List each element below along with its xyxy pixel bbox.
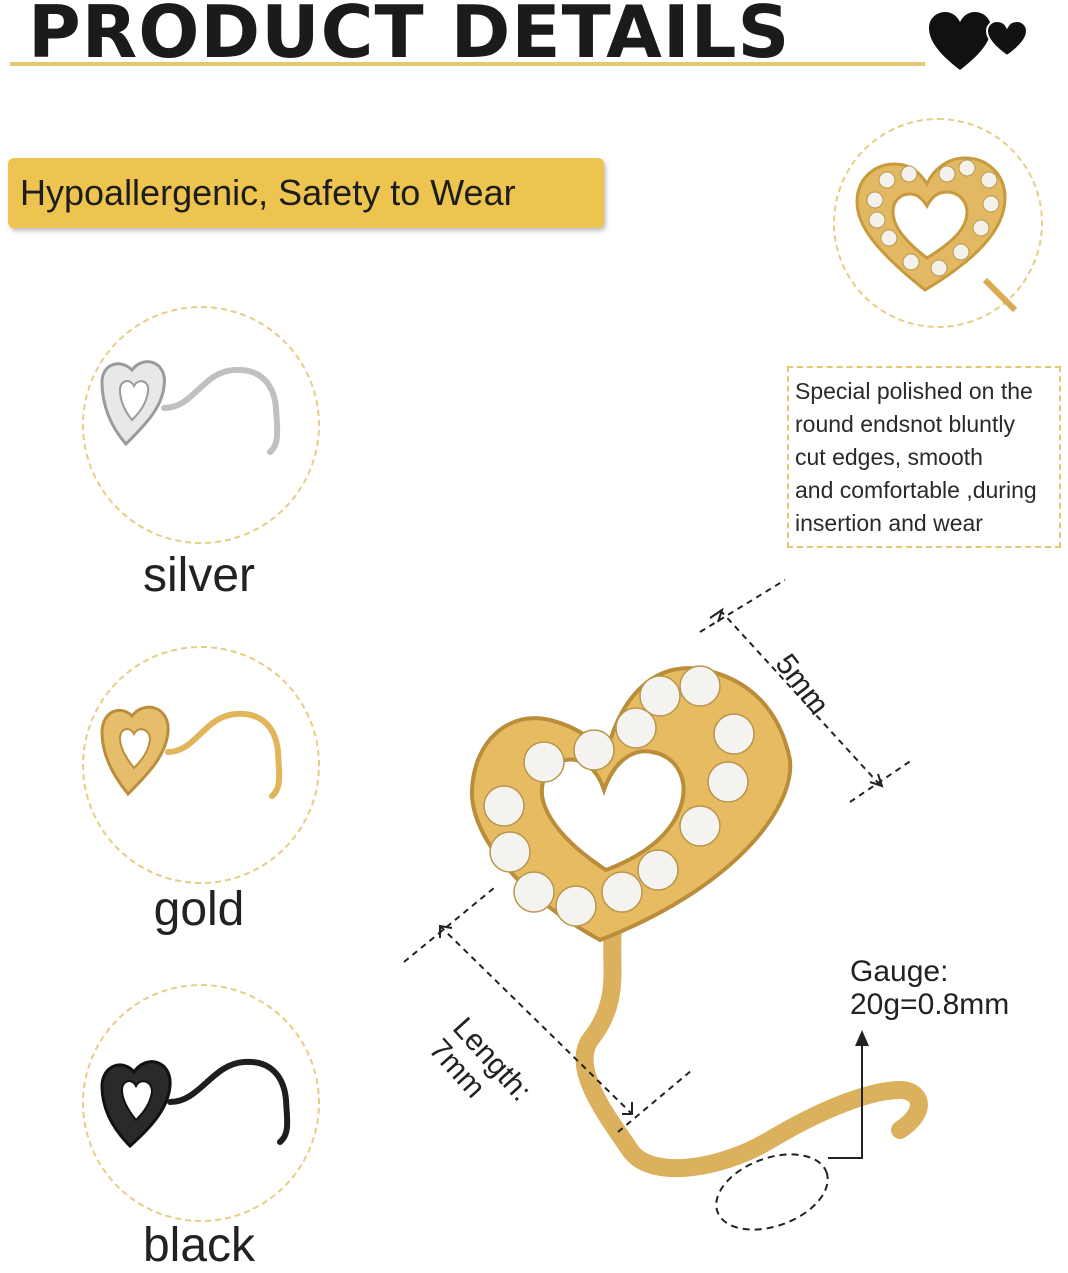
gauge-value: 20g=0.8mm	[850, 988, 1010, 1021]
variant-label-silver: silver	[142, 549, 255, 602]
variant-circle-black	[82, 984, 320, 1222]
main-product-image	[403, 579, 928, 1231]
badge-text: Hypoallergenic, Safety to Wear	[20, 172, 516, 213]
title-underline	[10, 62, 925, 66]
feature-badge: Hypoallergenic, Safety to Wear	[8, 158, 604, 228]
silver-nose-stud-image	[100, 360, 281, 455]
gauge-title: Gauge:	[850, 955, 949, 988]
hearts-icon	[929, 12, 1029, 70]
variant-circle-gold	[82, 646, 320, 884]
variant-label-black: black	[142, 1219, 256, 1272]
note-line: round endsnot bluntly	[795, 411, 1015, 437]
gold-heart-closeup-image	[855, 156, 1018, 313]
note-line: and comfortable ,during	[795, 477, 1037, 503]
black-nose-stud-image	[100, 1058, 291, 1149]
variant-circle-silver	[82, 306, 320, 544]
page-title: PRODUCT DETAILS	[28, 0, 791, 74]
gold-nose-stud-image	[100, 705, 283, 799]
detail-circle	[833, 118, 1043, 328]
variant-label-gold: gold	[153, 883, 245, 936]
note-line: cut edges, smooth	[795, 444, 983, 470]
note-line: insertion and wear	[795, 510, 983, 536]
gauge-label: Gauge: 20g=0.8mm	[850, 955, 1009, 1021]
note-line: Special polished on the	[795, 378, 1033, 404]
feature-note: Special polished on the round endsnot bl…	[787, 366, 1061, 548]
